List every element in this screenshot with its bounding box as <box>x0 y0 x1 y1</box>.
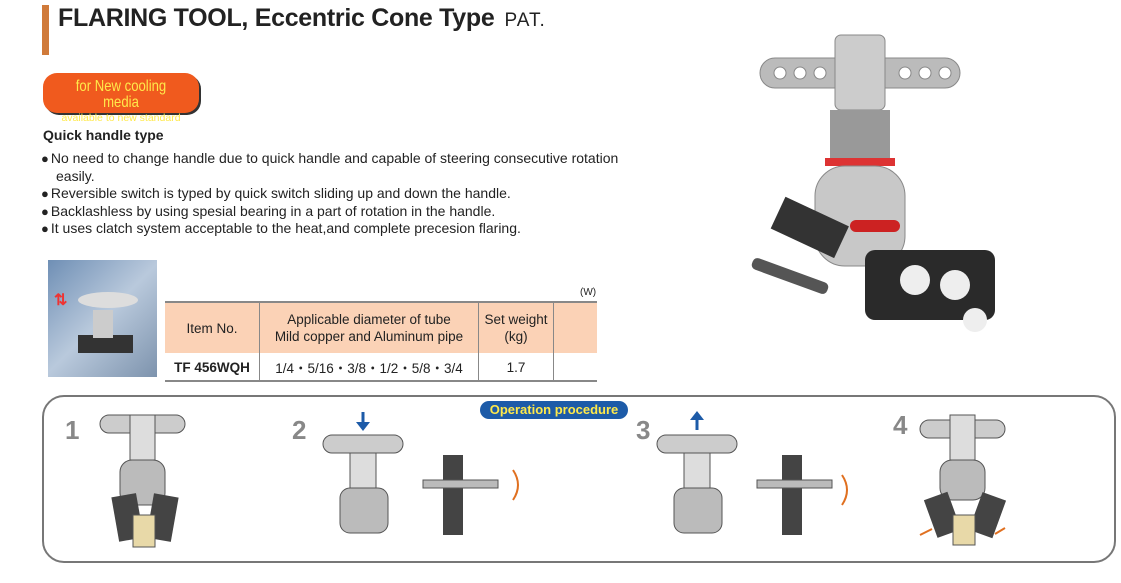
title-text: FLARING TOOL, Eccentric Cone Type <box>58 4 495 32</box>
patent-mark: PAT. <box>504 10 546 31</box>
feature-item: Backlashless by using spesial bearing in… <box>41 203 626 221</box>
step-number: 2 <box>292 415 307 445</box>
col-item-no: Item No. <box>165 302 260 354</box>
usage-photo: ⇅ <box>48 260 157 377</box>
step2-illustration <box>322 412 519 535</box>
table-unit: (W) <box>580 287 597 298</box>
feature-item: Reversible switch is typed by quick swit… <box>41 185 626 203</box>
cell-diameter: 1/4・5/16・3/8・1/2・5/8・3/4 <box>259 353 479 381</box>
feature-item: No need to change handle due to quick ha… <box>41 150 626 185</box>
table-row: TF 456WQH 1/4・5/16・3/8・1/2・5/8・3/4 1.7 <box>165 353 597 381</box>
operation-procedure-label: Operation procedure <box>480 401 628 419</box>
step-number: 3 <box>636 415 651 445</box>
step4-illustration <box>919 414 1007 546</box>
step1-illustration <box>99 414 186 548</box>
feature-list: No need to change handle due to quick ha… <box>41 150 626 238</box>
flaring-tool-image <box>751 34 995 332</box>
operation-procedure-panel <box>42 395 1116 563</box>
page-title: FLARING TOOL, Eccentric Cone Type PAT. <box>58 4 546 33</box>
step3-illustration <box>656 411 848 535</box>
feature-item: It uses clatch system acceptable to the … <box>41 220 626 238</box>
step-number: 4 <box>893 410 908 440</box>
badge-line2: available to new standard <box>61 112 181 124</box>
step-number: 1 <box>65 415 80 445</box>
col-extra <box>553 302 597 354</box>
title-accent-bar <box>42 5 49 55</box>
spec-table: Item No. Applicable diameter of tube Mil… <box>165 301 597 382</box>
features-heading: Quick handle type <box>43 127 164 143</box>
col-diameter: Applicable diameter of tube Mild copper … <box>259 302 479 354</box>
cell-extra <box>553 353 597 381</box>
cell-item-no: TF 456WQH <box>165 353 260 381</box>
table-header-row: Item No. Applicable diameter of tube Mil… <box>165 302 597 354</box>
col-weight: Set weight (kg) <box>478 302 554 354</box>
badge-line1: for New cooling media <box>75 78 167 111</box>
cell-weight: 1.7 <box>478 353 554 381</box>
svg-text:⇅: ⇅ <box>54 292 67 309</box>
